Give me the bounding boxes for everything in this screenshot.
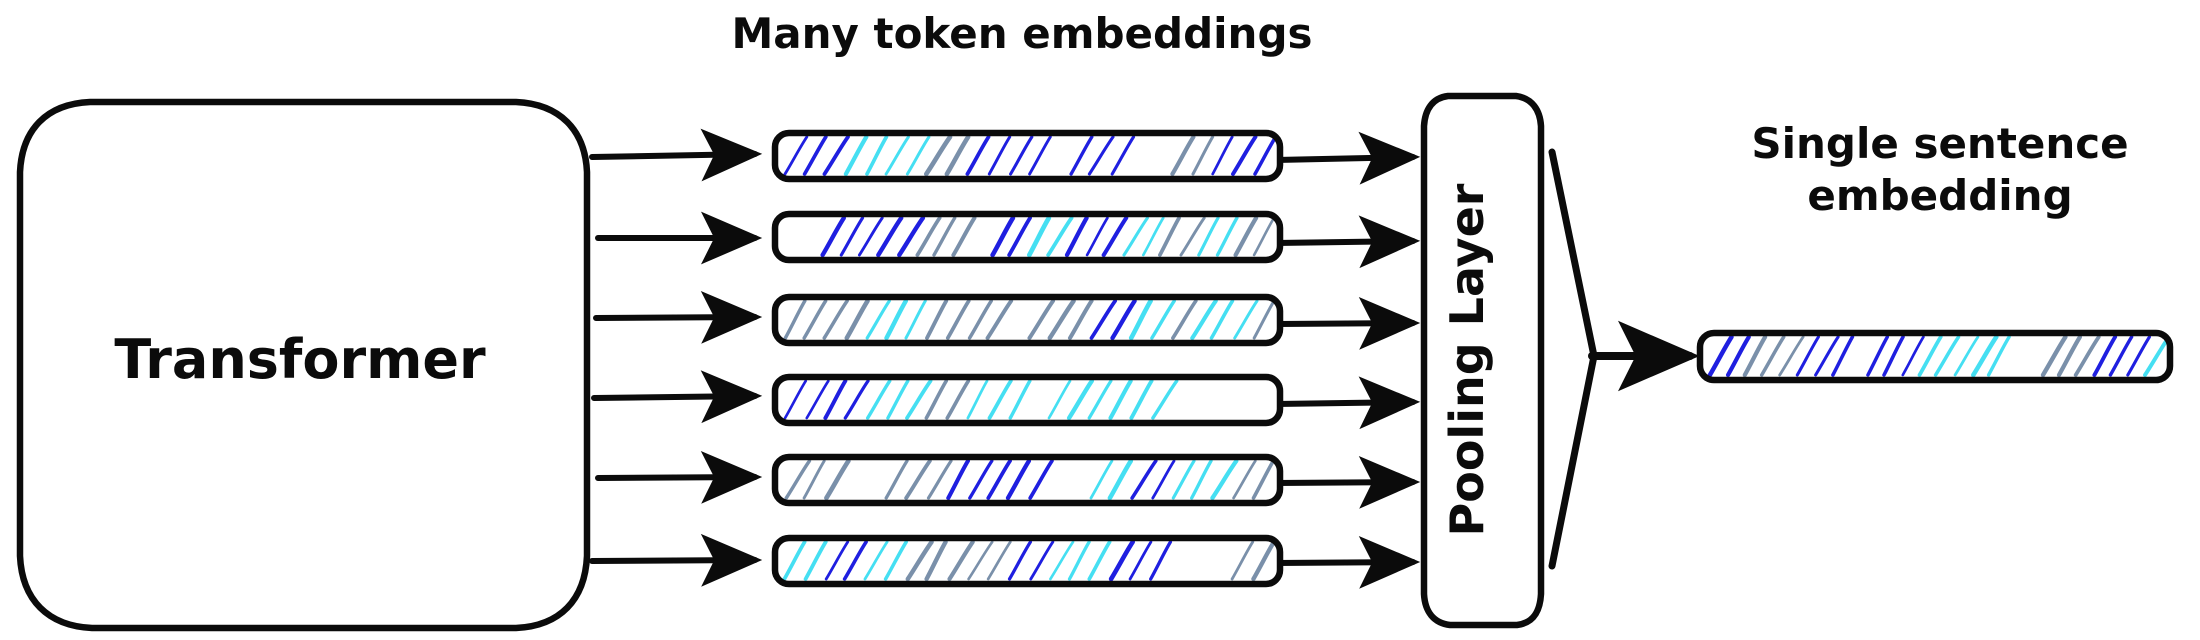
token-embedding-5[interactable] <box>771 453 1284 507</box>
token-embedding-1[interactable] <box>771 129 1284 183</box>
diagram-title: Many token embeddings <box>731 9 1312 58</box>
sentence-embedding-bar-hatching <box>1707 336 2167 377</box>
tokens-to-pooling-arrows <box>1273 131 1421 589</box>
transformer-label: Transformer <box>114 328 486 391</box>
token-embedding-4-outline <box>771 373 1284 427</box>
token-embedding-1-outline <box>771 129 1284 183</box>
arrow-token-pooling-1 <box>1273 131 1421 185</box>
token-embedding-4-body <box>775 377 1280 423</box>
arrow-transformer-token-3 <box>593 290 763 344</box>
token-embedding-3[interactable] <box>771 293 1284 347</box>
token-embedding-6-outline <box>771 534 1284 588</box>
token-embedding-4-hatching <box>783 380 1179 420</box>
token-embedding-2-hatching <box>820 217 1276 257</box>
arrow-transformer-token-1 <box>589 128 763 182</box>
token-embedding-2[interactable] <box>771 210 1284 264</box>
arrow-transformer-token-6 <box>589 533 763 587</box>
sentence-embedding-bar[interactable] <box>1696 329 2174 384</box>
arrow-transformer-token-4 <box>591 370 763 424</box>
token-embedding-1-hatching <box>783 136 1277 176</box>
transformer-to-tokens-arrows <box>589 128 763 587</box>
arrow-transformer-token-5 <box>595 450 763 504</box>
arrow-token-pooling-3 <box>1275 297 1421 350</box>
pooling-layer-label: Pooling Layer <box>1440 183 1494 536</box>
token-embedding-5-outline <box>771 453 1284 507</box>
sentence-embedding-bar-body <box>1700 333 2170 380</box>
token-embedding-5-hatching <box>784 460 1276 500</box>
token-embedding-3-outline <box>771 293 1284 347</box>
arrow-token-pooling-6 <box>1273 535 1421 589</box>
output-label-line-2: embedding <box>1807 171 2072 220</box>
token-embedding-2-outline <box>771 210 1284 264</box>
pooling-layer-box[interactable] <box>1420 92 1545 629</box>
arrow-token-pooling-2 <box>1273 215 1421 269</box>
arrow-token-pooling-4 <box>1273 376 1421 430</box>
sentence-embedding-bar-outline <box>1696 329 2174 384</box>
arrow-token-pooling-5 <box>1273 455 1421 509</box>
token-embedding-6-hatching <box>782 541 1277 581</box>
token-embedding-6[interactable] <box>771 534 1284 588</box>
transformer-box[interactable] <box>16 98 591 632</box>
token-embedding-3-hatching <box>783 300 1276 340</box>
token-embedding-1-body <box>775 133 1280 179</box>
token-embedding-4[interactable] <box>771 373 1284 427</box>
output-label-line-1: Single sentence <box>1751 119 2128 168</box>
